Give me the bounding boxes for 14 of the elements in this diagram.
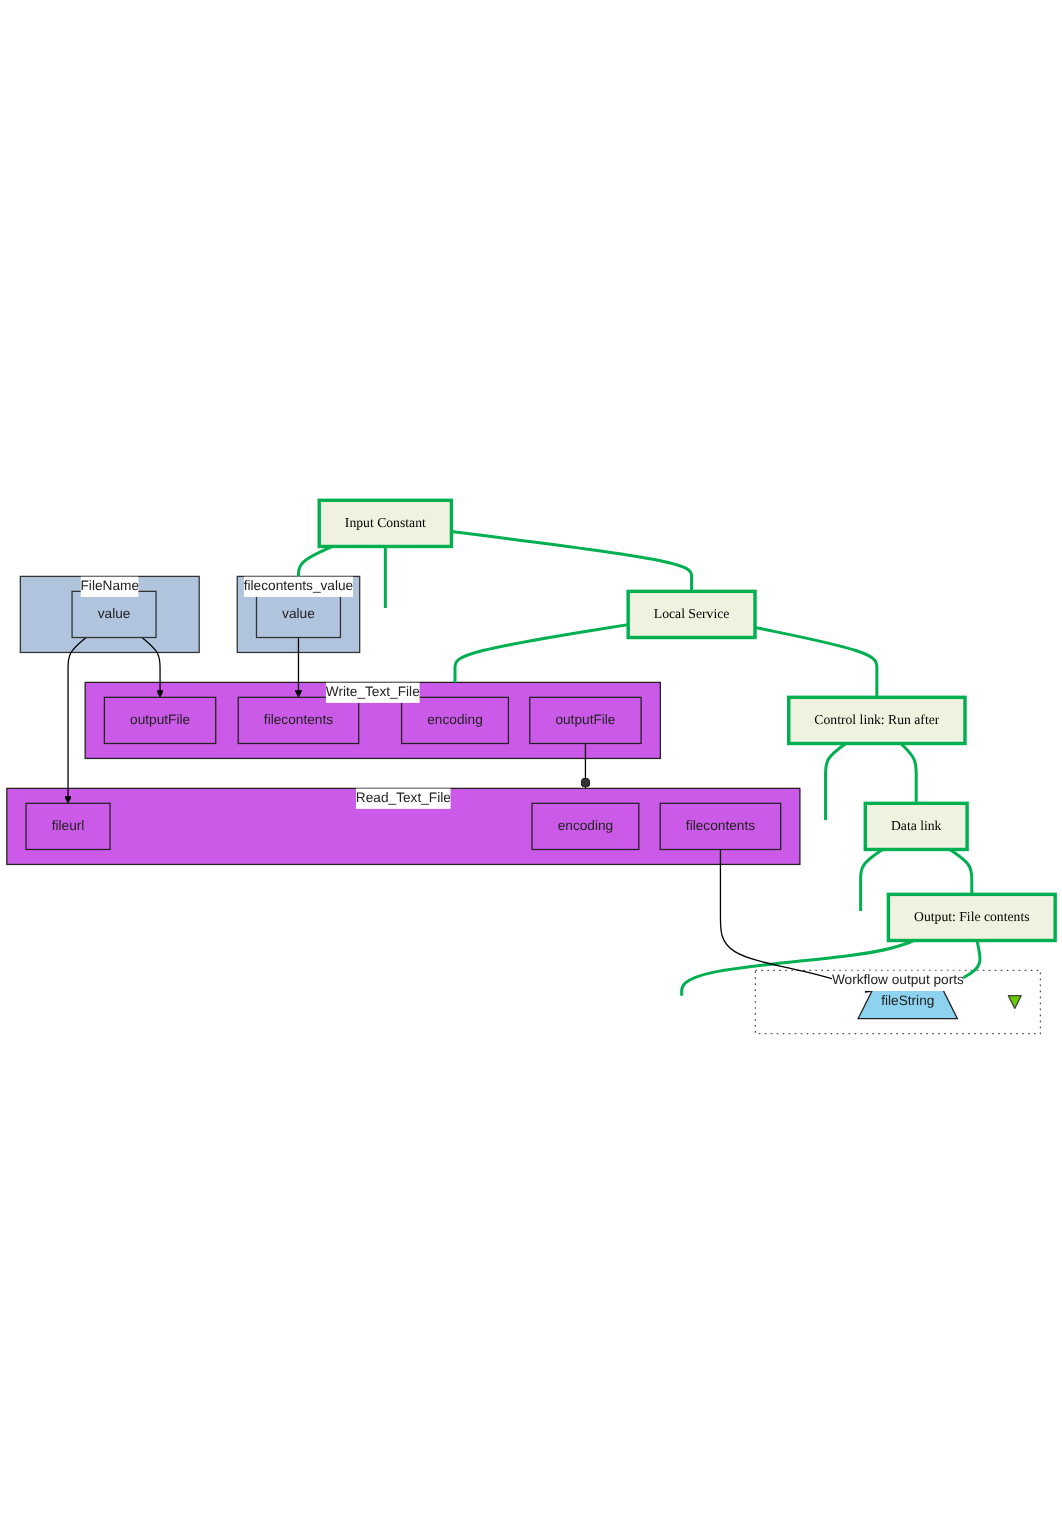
connector <box>680 939 915 996</box>
arrow <box>141 636 164 698</box>
connector <box>949 848 974 895</box>
connector <box>451 530 694 592</box>
arrow <box>294 636 303 698</box>
connector <box>580 742 591 789</box>
arrow <box>64 636 87 804</box>
connector <box>754 626 879 698</box>
connector <box>899 742 918 804</box>
connector <box>383 546 387 608</box>
connector <box>296 545 334 577</box>
connector <box>453 623 629 683</box>
connector <box>859 848 884 912</box>
connector <box>824 742 847 820</box>
